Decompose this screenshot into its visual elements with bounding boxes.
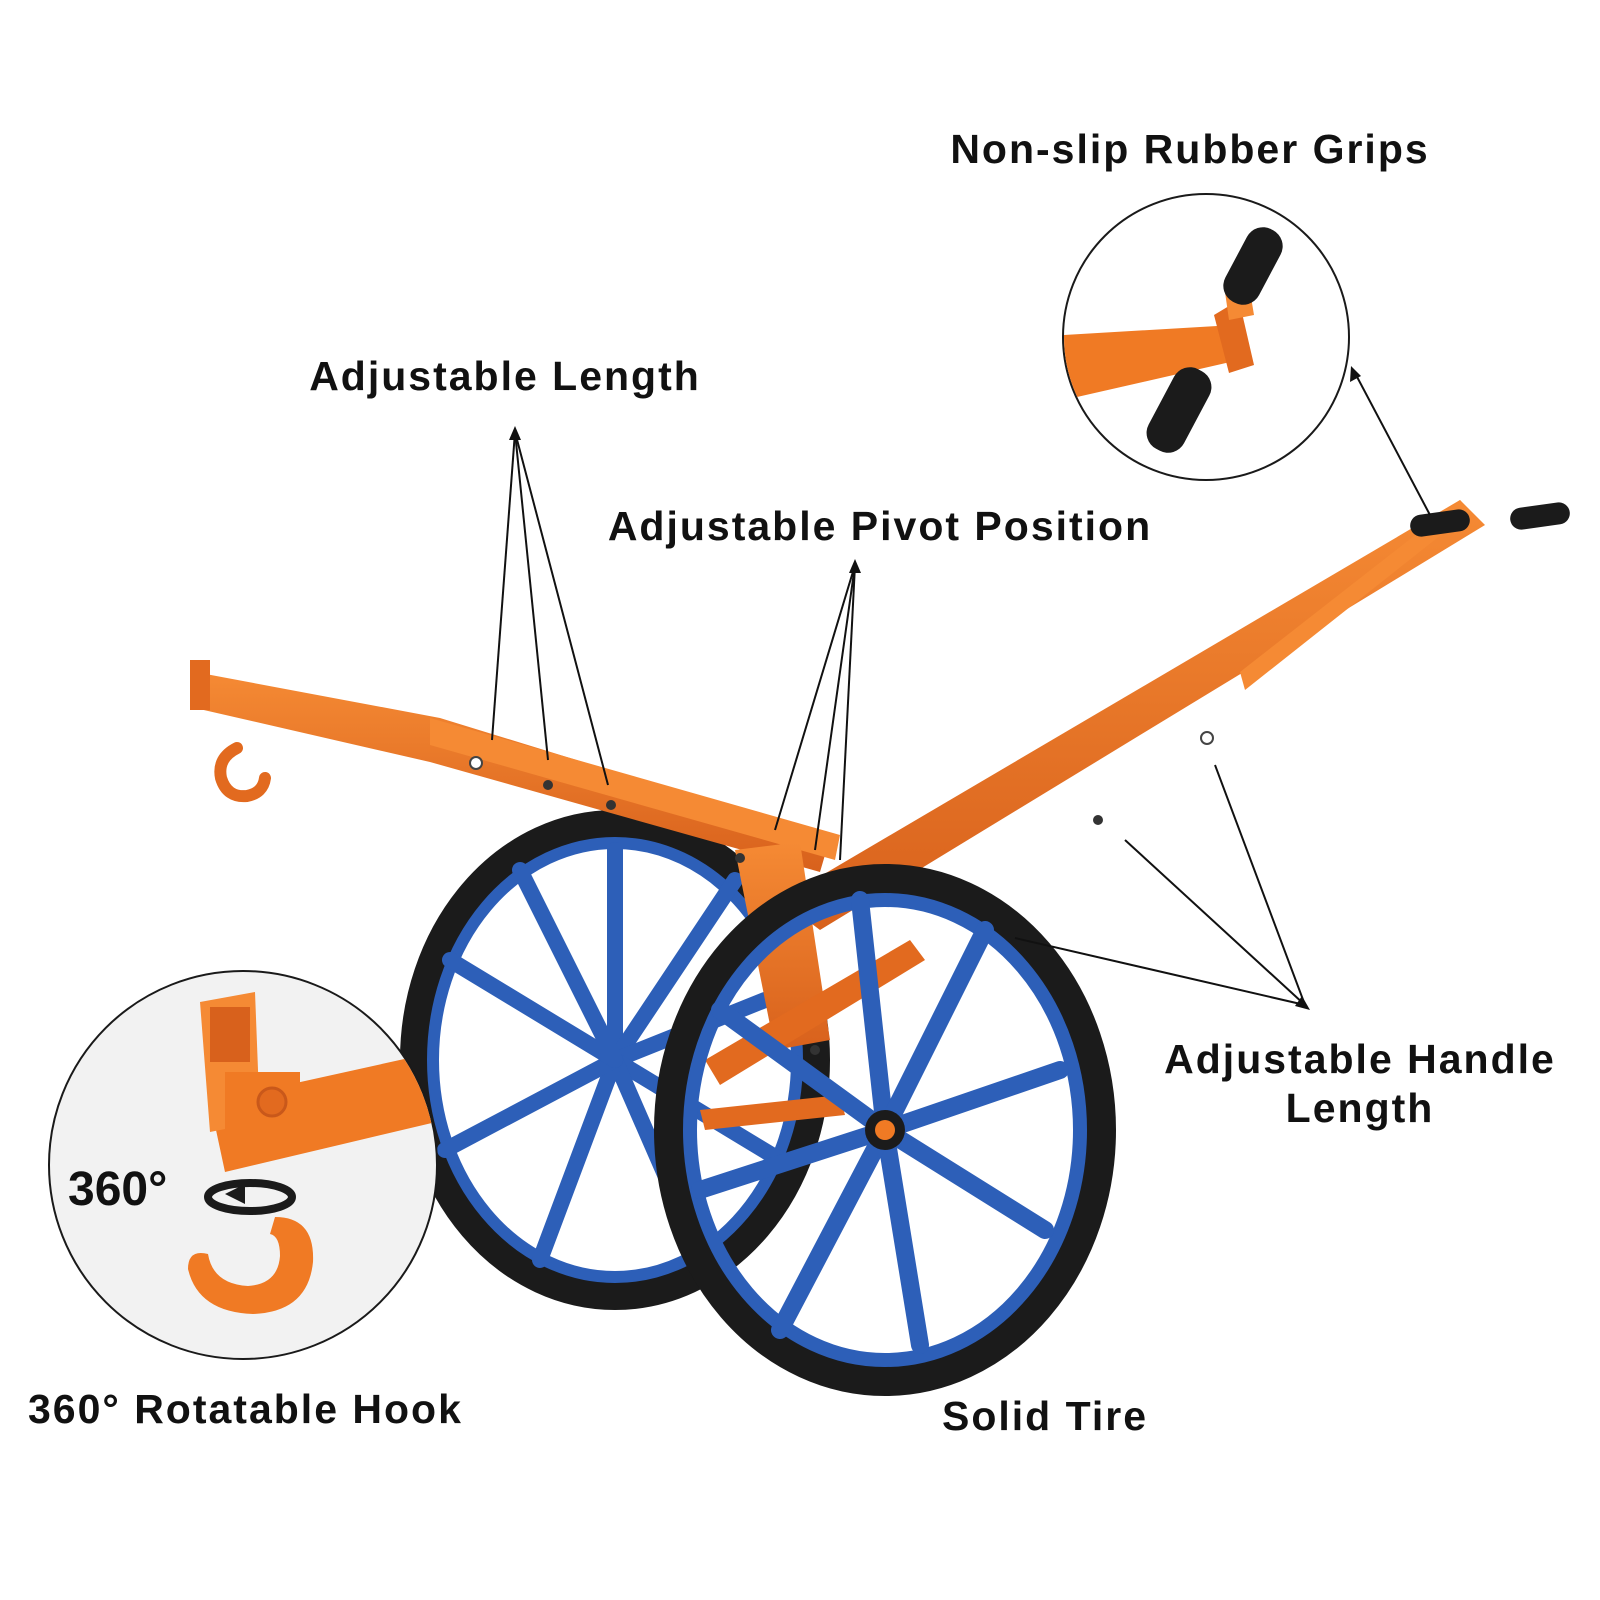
label-handle-line1: Adjustable Handle: [1164, 1036, 1556, 1082]
hook-closeup: [188, 992, 436, 1314]
label-rotatable-hook: 360° Rotatable Hook: [28, 1386, 463, 1432]
pointer-arrowheads: [509, 366, 1361, 1010]
grips-callout: [1062, 193, 1350, 481]
pointer-lines: [491, 372, 1431, 1006]
label-pivot-position: Adjustable Pivot Position: [607, 503, 1153, 549]
label-solid-tire: Solid Tire: [941, 1393, 1149, 1439]
handle-bar: [780, 500, 1570, 930]
hook-icon: [188, 1217, 314, 1314]
rotation-badge: 360°: [68, 1163, 168, 1216]
front-wheel: [654, 864, 1116, 1396]
label-grips: Non-slip Rubber Grips: [950, 126, 1430, 172]
label-adjustable-length: Adjustable Length: [309, 353, 701, 399]
label-handle-line2: Length: [1285, 1085, 1435, 1132]
frame-arm: [190, 660, 840, 872]
rotate-arrow-icon: [204, 1179, 296, 1215]
label-handle-length: Adjustable Handle Length: [1150, 1035, 1570, 1133]
grips-closeup: [1064, 227, 1283, 453]
hook-callout: 360°: [48, 970, 438, 1360]
